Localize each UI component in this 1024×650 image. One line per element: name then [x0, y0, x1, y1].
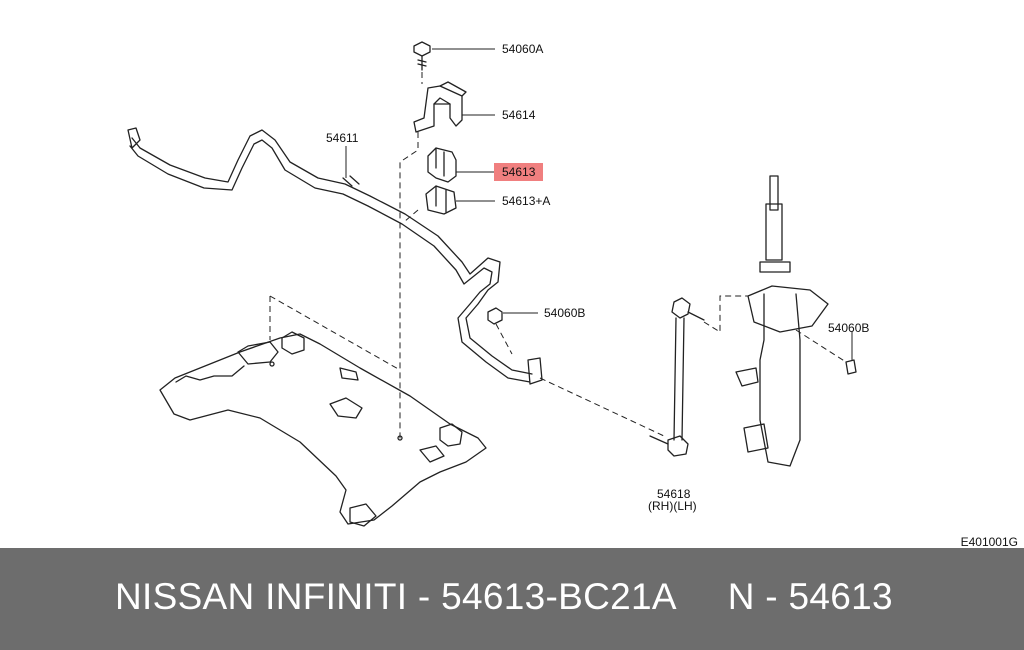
crossmember: [159, 331, 487, 527]
footer-gap: [675, 576, 728, 617]
nut-center: [487, 307, 503, 325]
bushing-part: [427, 147, 457, 183]
callout-54613-highlighted[interactable]: 54613: [494, 163, 544, 181]
strut-assembly: [735, 175, 857, 467]
diagram-ref-code: E401001G: [960, 535, 1018, 549]
callout-54060a: 54060A: [502, 42, 544, 56]
callout-54611: 54611: [326, 131, 359, 145]
footer-banner: NISSAN INFINITI - 54613-BC21A N - 54613: [0, 548, 1024, 650]
footer-short-code: N - 54613: [727, 576, 893, 617]
callout-rh-lh: (RH)(LH): [648, 499, 697, 513]
callout-54060b-center: 54060B: [544, 306, 586, 320]
callout-54614: 54614: [502, 108, 536, 122]
callout-54060b-right: 54060B: [828, 321, 870, 335]
footer-title: NISSAN INFINITI - 54613-BC21A N - 54613: [115, 576, 893, 618]
footer-part-number: 54613-BC21A: [441, 576, 675, 617]
footer-separator: -: [407, 576, 442, 617]
bushing-a-part: [425, 185, 457, 215]
bolt-top: [413, 41, 431, 71]
parts-diagram: [127, 41, 857, 527]
stabilizer-bar: [127, 127, 543, 385]
callout-54618: 54618: [657, 487, 691, 501]
stabilizer-link: [649, 297, 705, 457]
footer-brand: NISSAN INFINITI: [115, 576, 408, 617]
callout-54613-a: 54613+A: [502, 194, 551, 208]
clamp-part: [413, 81, 467, 133]
